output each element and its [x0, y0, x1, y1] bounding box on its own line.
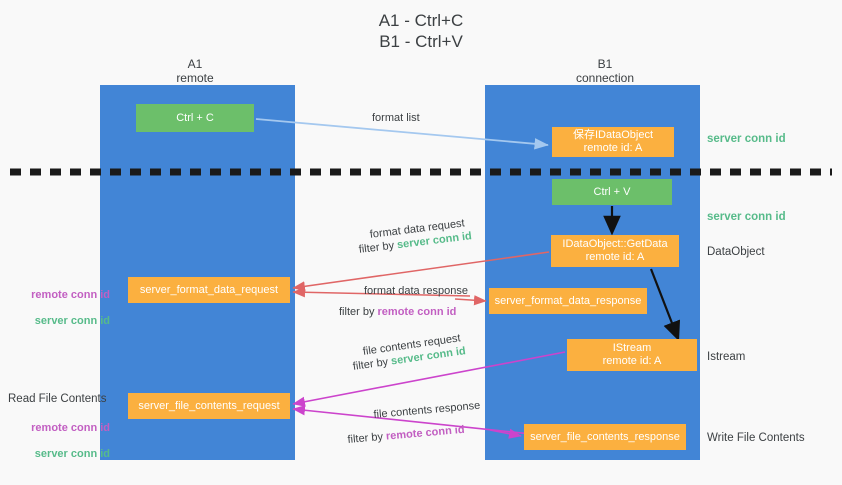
- label-write-file-contents: Write File Contents: [707, 432, 805, 444]
- label-istream: Istream: [707, 351, 746, 363]
- filter-by-text: filter by: [358, 239, 395, 256]
- label-left-conn-ids-lower: remote conn id server conn id: [10, 409, 110, 461]
- column-header-b1: B1 connection: [575, 57, 635, 85]
- label-read-file-contents: Read File Contents: [8, 393, 107, 405]
- node-server-file-contents-request[interactable]: server_file_contents_request: [128, 393, 290, 419]
- node-istream[interactable]: IStream remote id: A: [567, 339, 697, 371]
- edge-label-format-list: format list: [372, 112, 420, 124]
- node-server-format-data-request[interactable]: server_format_data_request: [128, 277, 290, 303]
- label-left-conn-ids-upper: remote conn id server conn id: [10, 276, 110, 328]
- label-server-conn-id-upper: server conn id: [34, 315, 110, 327]
- remote-conn-id-text: remote conn id: [385, 423, 466, 443]
- label-server-conn-id-second: server conn id: [707, 211, 786, 223]
- label-remote-conn-id-lower: remote conn id: [31, 422, 110, 434]
- node-idataobject-getdata[interactable]: IDataObject::GetData remote id: A: [551, 235, 679, 267]
- edge-label-format-data-response-filter: filter by remote conn id: [339, 305, 456, 320]
- filter-by-text: filter by: [347, 430, 384, 446]
- remote-conn-id-text: remote conn id: [377, 306, 457, 318]
- node-server-format-data-response[interactable]: server_format_data_response: [489, 288, 647, 314]
- label-dataobject: DataObject: [707, 246, 765, 258]
- label-server-conn-id-lower: server conn id: [34, 448, 110, 460]
- node-ctrl-c[interactable]: Ctrl + C: [136, 104, 254, 132]
- node-server-file-contents-response[interactable]: server_file_contents_response: [524, 424, 686, 450]
- node-save-idataobject[interactable]: 保存IDataObject remote id: A: [552, 127, 674, 157]
- edge-label-format-data-response: format data response: [364, 285, 468, 297]
- label-remote-conn-id-upper: remote conn id: [31, 289, 110, 301]
- column-header-a1: A1 remote: [176, 57, 214, 85]
- edge-label-file-contents-response-filter: filter by remote conn id: [347, 423, 465, 448]
- label-server-conn-id-top: server conn id: [707, 133, 786, 145]
- filter-by-text: filter by: [352, 356, 389, 373]
- diagram-title: A1 - Ctrl+C B1 - Ctrl+V: [378, 11, 464, 51]
- edge-label-file-contents-response: file contents response: [373, 399, 481, 421]
- node-ctrl-v[interactable]: Ctrl + V: [552, 179, 672, 205]
- arrow-format-data-response-right: [454, 295, 487, 306]
- filter-by-text: filter by: [339, 306, 375, 318]
